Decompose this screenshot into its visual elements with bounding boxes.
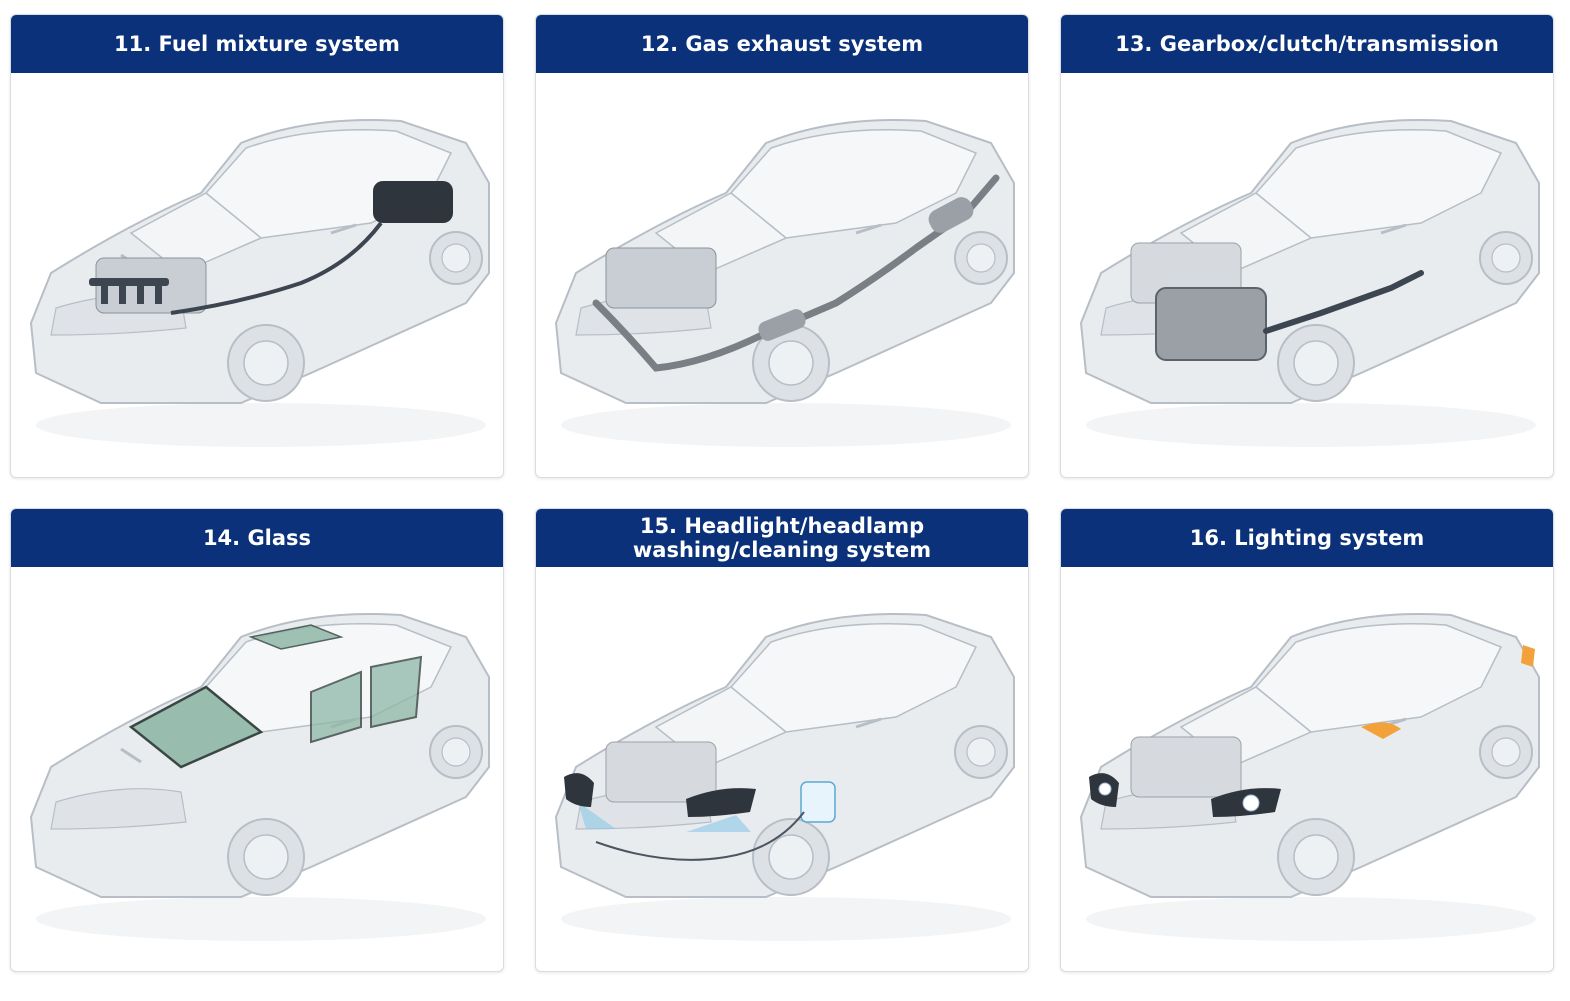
exhaust-system-car-icon — [554, 118, 1015, 447]
system-card-exhaust[interactable]: 12. Gas exhaust system — [535, 14, 1029, 478]
card-header: 11. Fuel mixture system — [11, 15, 503, 73]
card-header: 12. Gas exhaust system — [536, 15, 1028, 73]
fuel-system-car-icon — [29, 118, 490, 447]
card-title: 11. Fuel mixture system — [114, 32, 400, 56]
card-title: 16. Lighting system — [1189, 526, 1425, 550]
card-title: 15. Headlight/headlamp washing/cleaning … — [632, 514, 932, 562]
headlamp-washer-car-icon — [554, 612, 1015, 941]
glass-car-icon — [29, 612, 490, 941]
card-header: 15. Headlight/headlamp washing/cleaning … — [536, 509, 1028, 567]
card-header: 13. Gearbox/clutch/transmission — [1061, 15, 1553, 73]
system-card-washer[interactable]: 15. Headlight/headlamp washing/cleaning … — [535, 508, 1029, 972]
gearbox-car-icon — [1079, 118, 1540, 447]
system-card-gearbox[interactable]: 13. Gearbox/clutch/transmission — [1060, 14, 1554, 478]
card-title: 14. Glass — [202, 526, 312, 550]
card-header: 16. Lighting system — [1061, 509, 1553, 567]
card-title: 13. Gearbox/clutch/transmission — [1115, 32, 1499, 56]
system-card-glass[interactable]: 14. Glass — [10, 508, 504, 972]
lighting-system-car-icon — [1079, 612, 1540, 941]
system-card-fuel[interactable]: 11. Fuel mixture system — [10, 14, 504, 478]
system-card-lighting[interactable]: 16. Lighting system — [1060, 508, 1554, 972]
card-header: 14. Glass — [11, 509, 503, 567]
card-title: 12. Gas exhaust system — [640, 32, 924, 56]
